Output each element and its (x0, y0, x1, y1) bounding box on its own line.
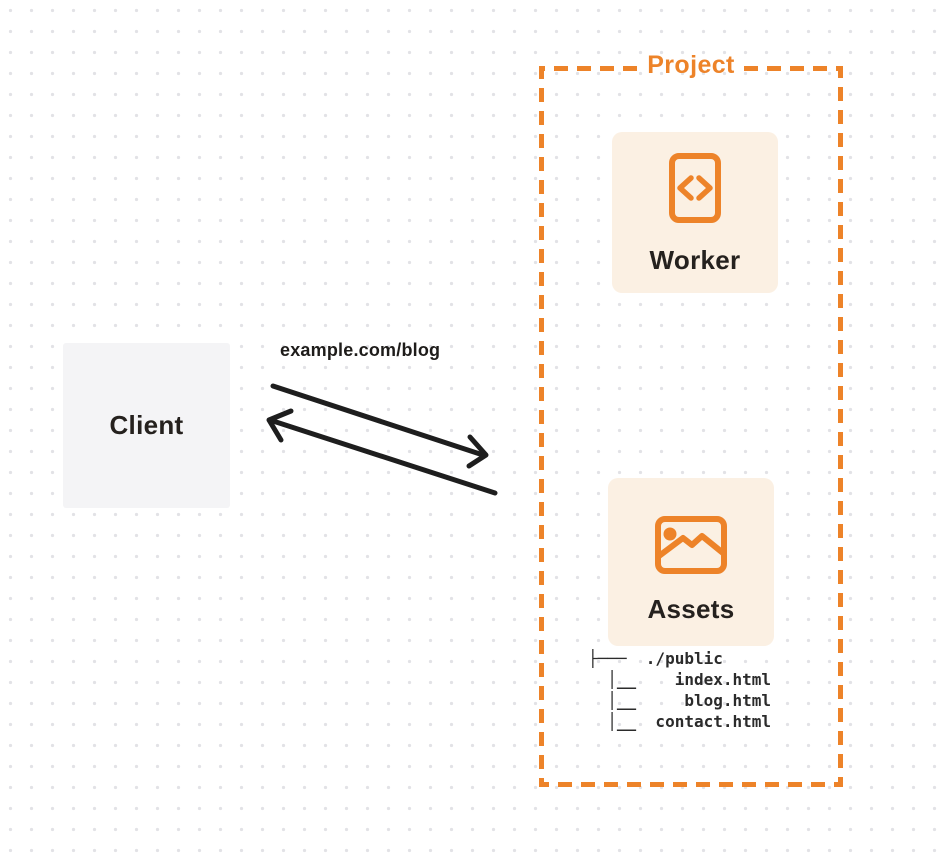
worker-node: Worker (612, 132, 778, 293)
client-node: Client (63, 343, 230, 508)
request-arrow-line (270, 383, 486, 458)
worker-label: Worker (649, 245, 741, 275)
project-title: Project (647, 51, 735, 79)
request-arrowhead-icon (466, 434, 489, 469)
code-brackets-icon (669, 153, 721, 223)
assets-node: Assets (608, 478, 774, 646)
response-arrow-line (270, 418, 498, 496)
client-label: Client (109, 410, 184, 440)
request-url-label: example.com/blog (280, 340, 441, 360)
image-icon (655, 516, 727, 574)
assets-file-tree: ├─── ./public │__ index.html │__ blog.ht… (588, 649, 772, 731)
response-arrowhead-icon (266, 408, 294, 443)
assets-label: Assets (647, 594, 735, 624)
